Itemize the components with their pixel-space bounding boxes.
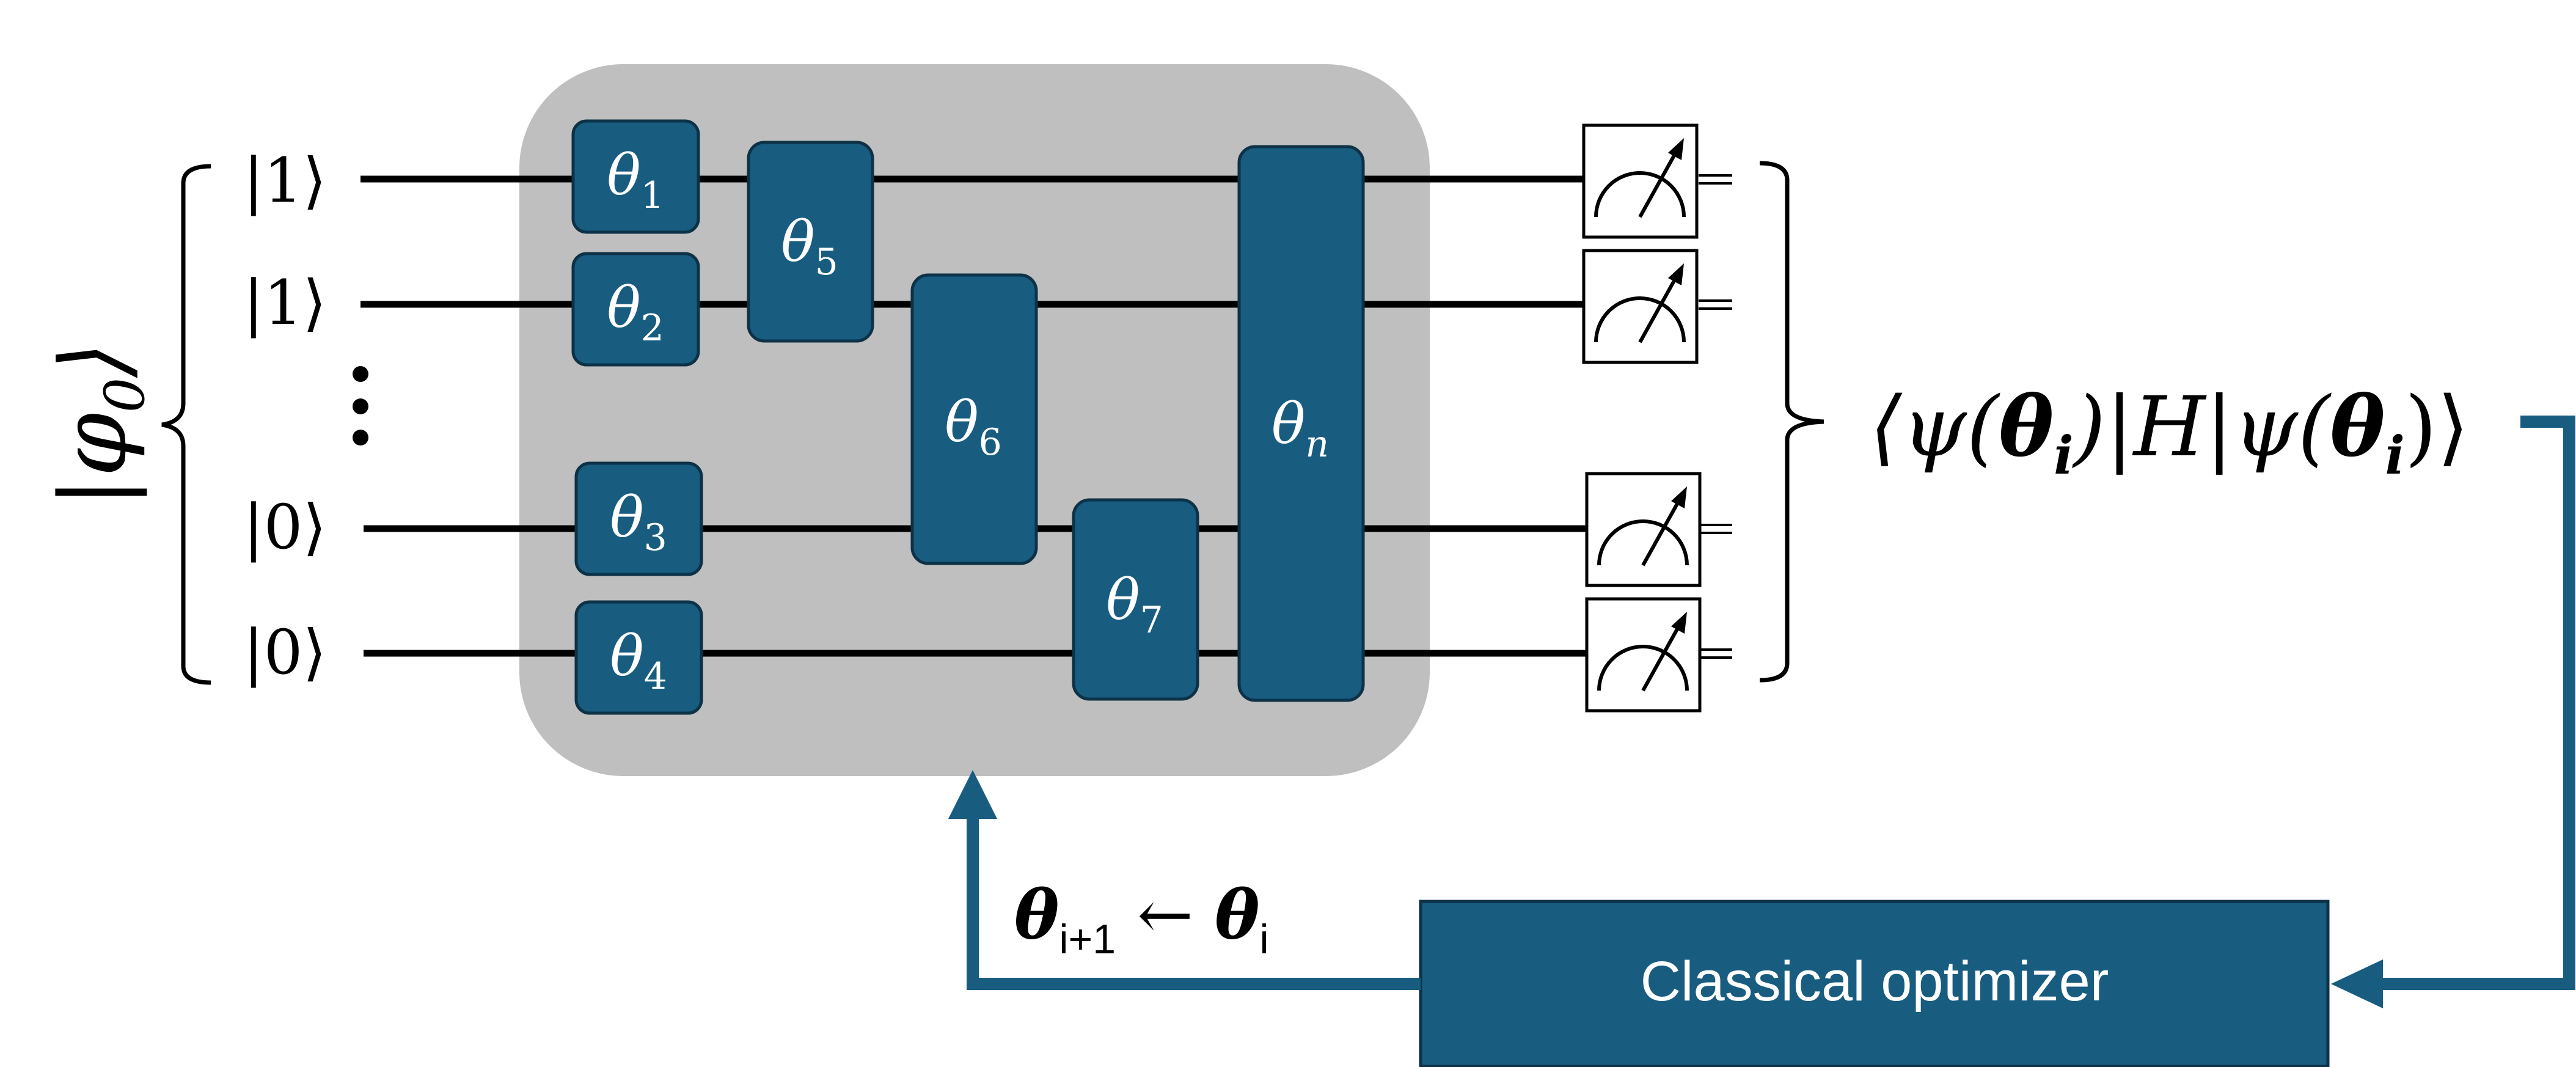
gate-theta-6: θ6 <box>910 273 1038 565</box>
gate-theta-n: θn <box>1237 145 1365 702</box>
gate-theta-4: θ4 <box>574 600 703 715</box>
qubit-label-4: |0⟩ <box>243 617 326 688</box>
gate-theta-5: θ5 <box>747 141 874 343</box>
optimizer-label: Classical optimizer <box>1641 950 2109 1013</box>
svg-text:θ4: θ4 <box>610 623 667 698</box>
right-brace <box>1759 161 1824 683</box>
svg-text:θn: θn <box>1272 391 1329 466</box>
qubit-ellipsis <box>353 366 368 446</box>
meter-icon <box>1582 249 1699 364</box>
initial-state-label: |φ0⟩ <box>41 342 157 507</box>
left-brace <box>161 164 211 685</box>
meter-icon <box>1585 597 1702 713</box>
gate-theta-1: θ1 <box>571 119 700 234</box>
svg-text:θ2: θ2 <box>607 275 664 350</box>
svg-text:θ1: θ1 <box>607 142 664 217</box>
feedback-arrow-to-ansatz <box>967 813 1421 990</box>
arrowhead-to-ansatz <box>948 770 997 819</box>
svg-text:θ5: θ5 <box>781 209 838 284</box>
expectation-value: ⟨ψ(θi)|H|ψ(θi)⟩ <box>1870 378 2469 486</box>
svg-text:θ6: θ6 <box>945 389 1002 464</box>
svg-text:θ3: θ3 <box>610 485 667 559</box>
meter-icon <box>1582 123 1699 239</box>
update-rule: θi+1 ← θi <box>1014 875 1269 963</box>
gate-theta-7: θ7 <box>1072 498 1199 701</box>
optimizer-box <box>1419 900 2330 1067</box>
qubit-label-2: |1⟩ <box>243 267 326 339</box>
meter-icon <box>1585 472 1702 587</box>
arrowhead-to-optimizer <box>2331 959 2383 1008</box>
gate-theta-3: θ3 <box>574 461 703 576</box>
svg-text:θ7: θ7 <box>1106 567 1163 642</box>
classical-wires <box>1699 174 1732 659</box>
feedback-arrow-to-optimizer <box>2365 416 2575 990</box>
qubit-label-3: |0⟩ <box>243 491 326 563</box>
gate-theta-2: θ2 <box>571 252 700 367</box>
qubit-label-1: |1⟩ <box>243 145 326 216</box>
